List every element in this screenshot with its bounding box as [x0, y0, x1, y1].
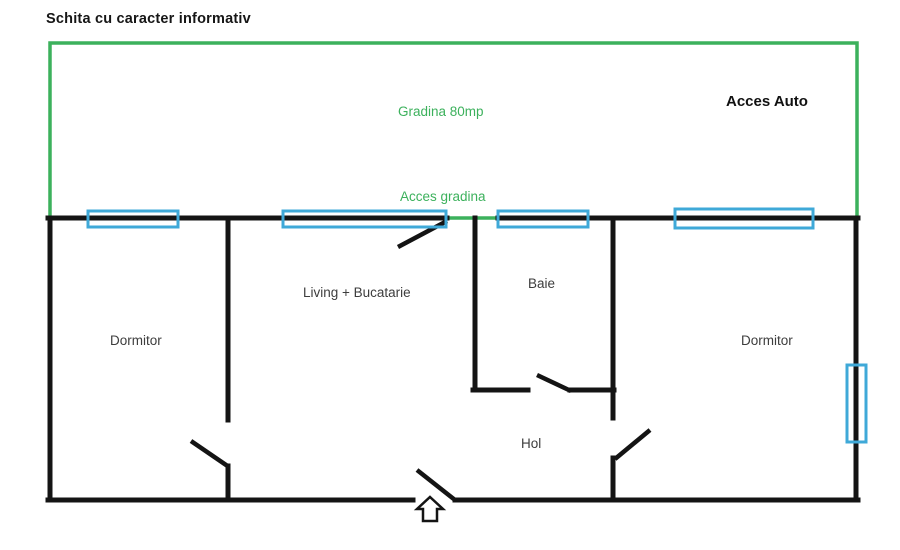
room-label-baie: Baie	[528, 276, 556, 291]
garden-area-label: Gradina 80mp	[398, 104, 484, 119]
garden-access-label: Acces gradina	[400, 189, 486, 204]
window-living	[281, 209, 448, 229]
baie-door-swing	[536, 372, 572, 394]
page-title: Schita cu caracter informativ	[46, 11, 251, 27]
dormitor-right-door-swing	[613, 428, 652, 461]
room-label-hol: Hol	[521, 436, 542, 451]
window-dormitor-right-side	[845, 363, 868, 444]
entrance-arrow-icon	[413, 495, 447, 523]
room-label-living: Living + Bucatarie	[303, 285, 411, 300]
garden-access-door-swing	[396, 219, 449, 249]
window-baie	[496, 209, 590, 229]
room-label-dormitor-right: Dormitor	[741, 333, 793, 348]
window-dormitor-left	[86, 209, 180, 229]
room-label-dormitor-left: Dormitor	[110, 333, 162, 348]
garden-boundary	[48, 41, 859, 220]
entrance-door-swing	[415, 468, 457, 502]
window-dormitor-right-top	[673, 207, 815, 230]
auto-access-label: Acces Auto	[726, 93, 808, 110]
dormitor-left-door-swing	[189, 439, 231, 469]
